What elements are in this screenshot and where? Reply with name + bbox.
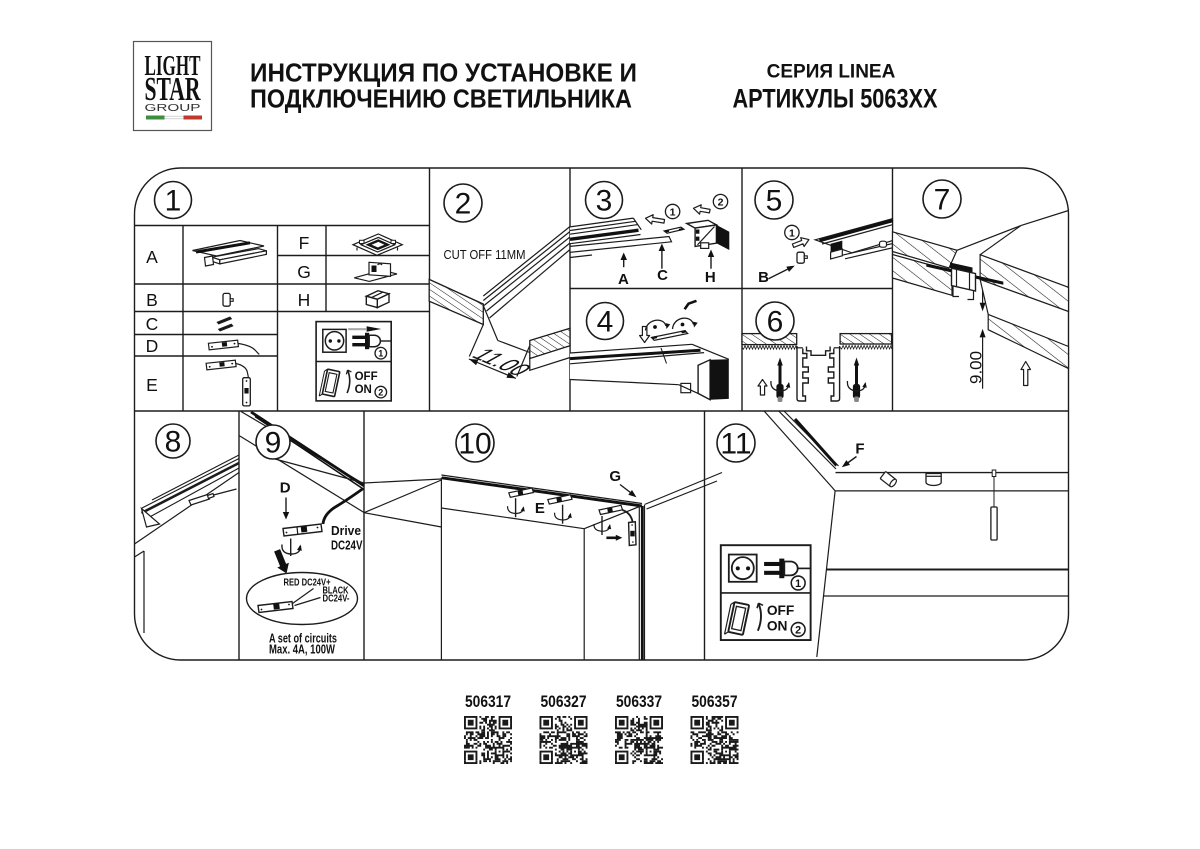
svg-text:1: 1 bbox=[165, 185, 182, 218]
svg-text:2: 2 bbox=[795, 624, 801, 636]
svg-text:STAR: STAR bbox=[145, 71, 201, 108]
svg-text:506327: 506327 bbox=[541, 693, 587, 711]
svg-text:1: 1 bbox=[670, 206, 676, 218]
svg-text:1: 1 bbox=[795, 578, 801, 590]
svg-text:ON: ON bbox=[355, 384, 372, 396]
svg-text:9.00: 9.00 bbox=[967, 351, 986, 384]
svg-text:506317: 506317 bbox=[465, 693, 511, 711]
svg-text:ПОДКЛЮЧЕНИЮ СВЕТИЛЬНИКА: ПОДКЛЮЧЕНИЮ СВЕТИЛЬНИКА bbox=[250, 84, 632, 114]
svg-text:OFF: OFF bbox=[355, 371, 378, 383]
svg-text:СЕРИЯ LINEA: СЕРИЯ LINEA bbox=[767, 62, 896, 83]
svg-text:C: C bbox=[657, 267, 668, 284]
svg-text:OFF: OFF bbox=[767, 603, 795, 618]
svg-text:11: 11 bbox=[720, 428, 751, 461]
svg-text:Max. 4A, 100W: Max. 4A, 100W bbox=[269, 643, 335, 657]
svg-text:3: 3 bbox=[596, 185, 613, 218]
svg-text:5: 5 bbox=[766, 185, 783, 218]
svg-text:2: 2 bbox=[455, 188, 472, 221]
svg-text:A: A bbox=[146, 247, 158, 267]
svg-text:ON: ON bbox=[767, 619, 788, 634]
svg-text:F: F bbox=[299, 233, 310, 253]
svg-text:B: B bbox=[758, 269, 769, 286]
svg-text:BLACK: BLACK bbox=[323, 586, 350, 597]
svg-text:2: 2 bbox=[718, 196, 724, 208]
svg-text:1: 1 bbox=[789, 227, 795, 239]
svg-text:E: E bbox=[535, 500, 545, 517]
svg-text:10: 10 bbox=[458, 428, 491, 461]
svg-text:4: 4 bbox=[597, 306, 614, 339]
svg-text:A: A bbox=[618, 271, 629, 288]
svg-text:F: F bbox=[855, 441, 864, 458]
svg-text:H: H bbox=[705, 269, 716, 286]
svg-text:G: G bbox=[609, 468, 621, 485]
svg-text:2: 2 bbox=[378, 387, 383, 397]
svg-text:7: 7 bbox=[934, 184, 951, 217]
svg-text:D: D bbox=[280, 480, 291, 497]
svg-text:ИНСТРУКЦИЯ ПО УСТАНОВКЕ И: ИНСТРУКЦИЯ ПО УСТАНОВКЕ И bbox=[250, 58, 637, 88]
svg-text:АРТИКУЛЫ 5063XX: АРТИКУЛЫ 5063XX bbox=[733, 84, 938, 114]
svg-text:LIGHT: LIGHT bbox=[145, 50, 201, 82]
svg-text:Drive: Drive bbox=[331, 524, 361, 538]
svg-text:6: 6 bbox=[767, 306, 784, 339]
svg-text:1: 1 bbox=[378, 348, 383, 358]
svg-text:H: H bbox=[298, 290, 311, 310]
svg-text:9: 9 bbox=[265, 427, 282, 460]
svg-text:A set of circuits: A set of circuits bbox=[269, 632, 337, 646]
svg-text:E: E bbox=[146, 375, 158, 395]
svg-text:DC24V-: DC24V- bbox=[323, 594, 350, 605]
svg-text:CUT OFF 11MM: CUT OFF 11MM bbox=[444, 247, 526, 262]
svg-text:DC24V: DC24V bbox=[331, 539, 363, 553]
svg-text:G: G bbox=[297, 262, 311, 282]
svg-text:8: 8 bbox=[165, 426, 182, 459]
svg-text:506357: 506357 bbox=[692, 693, 738, 711]
svg-text:GROUP: GROUP bbox=[145, 103, 202, 114]
svg-text:506337: 506337 bbox=[616, 693, 662, 711]
svg-text:D: D bbox=[146, 336, 159, 356]
svg-text:RED DC24V+: RED DC24V+ bbox=[284, 578, 331, 589]
svg-text:C: C bbox=[146, 314, 159, 334]
svg-text:B: B bbox=[146, 290, 158, 310]
